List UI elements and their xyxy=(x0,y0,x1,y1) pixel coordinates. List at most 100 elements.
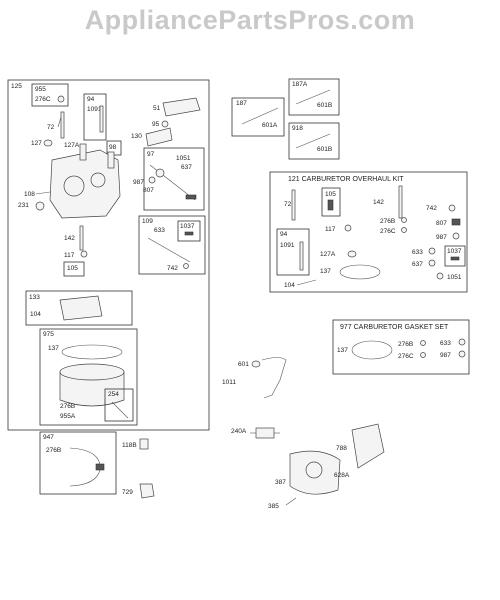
label-729: 729 xyxy=(122,489,133,496)
main-box-label: 125 xyxy=(11,83,22,90)
part-729-shape xyxy=(139,483,155,499)
kit-box-105 xyxy=(321,187,341,217)
part-109-shaft xyxy=(147,237,191,263)
kit-part-137 xyxy=(339,264,381,280)
label-187: 187 xyxy=(236,100,247,107)
kit-label-137: 137 xyxy=(320,268,331,275)
label-947: 947 xyxy=(43,434,54,441)
part-947-connector xyxy=(95,463,105,471)
part-1037-shape xyxy=(184,231,194,236)
box-187a xyxy=(288,78,340,116)
part-742-shape xyxy=(183,263,189,269)
box-187 xyxy=(231,97,285,137)
kit-part-276c xyxy=(401,227,407,233)
label-98: 98 xyxy=(109,144,117,151)
label-104: 104 xyxy=(30,311,41,318)
box-133 xyxy=(25,290,133,326)
gasket-label-137: 137 xyxy=(337,347,348,354)
overhaul-kit-border xyxy=(269,171,468,293)
kit-label-142: 142 xyxy=(373,199,384,206)
box-94 xyxy=(83,93,107,141)
part-127-shape xyxy=(43,139,53,147)
label-137: 137 xyxy=(48,345,59,352)
gasket-part-137 xyxy=(351,340,393,360)
kit-part-807 xyxy=(451,218,461,226)
kit-label-633: 633 xyxy=(412,249,423,256)
kit-part-142 xyxy=(398,185,403,219)
label-133: 133 xyxy=(29,294,40,301)
part-987-shape xyxy=(148,176,156,184)
gasket-label-987: 987 xyxy=(440,352,451,359)
gasket-label-276b: 276B xyxy=(398,341,413,348)
label-94: 94 xyxy=(87,96,95,103)
label-601b-a: 601B xyxy=(317,102,332,109)
gasket-part-276b xyxy=(420,340,426,346)
carburetor-post xyxy=(79,143,87,161)
kit-label-637: 637 xyxy=(412,261,423,268)
kit-part-633 xyxy=(428,247,436,255)
label-601: 601 xyxy=(238,361,249,368)
overhaul-kit-title: 121 CARBURETOR OVERHAUL KIT xyxy=(288,176,404,183)
part-240a-filter xyxy=(255,427,275,439)
carburetor-body xyxy=(49,149,121,219)
label-955a: 955A xyxy=(60,413,76,420)
kit-label-72: 72 xyxy=(284,201,292,208)
part-130-gasket xyxy=(145,127,173,147)
label-187a: 187A xyxy=(292,81,308,88)
kit-label-807: 807 xyxy=(436,220,447,227)
carburetor-assembly-box: 125 955 276C 94 1091 72 127 127A 98 97 1… xyxy=(7,79,210,431)
leader-108 xyxy=(35,191,51,195)
label-95: 95 xyxy=(152,121,160,128)
part-118b-shape xyxy=(139,438,149,450)
box-975 xyxy=(39,328,138,426)
label-987: 987 xyxy=(133,179,144,186)
label-1091: 1091 xyxy=(87,106,102,113)
watermark-title: AppliancePartsPros.com xyxy=(84,5,416,35)
link-boxes: 187 601A 187A 601B 918 601B xyxy=(231,78,340,160)
box-97 xyxy=(143,147,205,211)
label-955: 955 xyxy=(35,86,46,93)
label-1037: 1037 xyxy=(180,223,195,230)
label-918: 918 xyxy=(292,125,303,132)
label-975: 975 xyxy=(43,331,54,338)
kit-part-105 xyxy=(327,199,334,211)
label-387: 387 xyxy=(275,479,286,486)
main-box-border xyxy=(7,79,210,431)
kit-part-637 xyxy=(428,259,436,267)
part-72-shape xyxy=(60,111,65,139)
kit-label-1091: 1091 xyxy=(280,242,295,249)
label-1011: 1011 xyxy=(222,379,236,386)
label-118b: 118B xyxy=(122,442,137,449)
label-117: 117 xyxy=(64,252,75,259)
kit-label-276c: 276C xyxy=(380,228,396,235)
box-947-group: 947 276B xyxy=(39,431,117,495)
part-133-shape xyxy=(59,295,103,321)
part-1011-hose xyxy=(261,357,287,399)
kit-label-742: 742 xyxy=(426,205,437,212)
label-231: 231 xyxy=(18,202,29,209)
link-187-shape xyxy=(241,107,279,125)
kit-part-127a xyxy=(347,250,357,258)
part-51-gasket xyxy=(162,97,201,117)
kit-label-127a: 127A xyxy=(320,251,336,258)
part-137-ring xyxy=(61,344,123,360)
kit-part-72 xyxy=(291,189,296,221)
float-bowl-top xyxy=(59,363,125,381)
kit-part-117 xyxy=(344,224,352,232)
label-947-276b: 276B xyxy=(46,447,61,454)
kit-box-1037 xyxy=(444,245,466,267)
kit-label-94: 94 xyxy=(280,231,288,238)
part-637-shape xyxy=(155,168,165,178)
box-918 xyxy=(288,122,340,160)
label-601a: 601A xyxy=(262,122,278,129)
gasket-part-987 xyxy=(458,350,466,358)
kit-label-104: 104 xyxy=(284,282,295,289)
part-1091-shape xyxy=(99,105,104,133)
kit-label-987: 987 xyxy=(436,234,447,241)
loose-parts: 601 1011 240A 788 387 628A 385 xyxy=(222,357,385,510)
kit-part-1091 xyxy=(299,241,304,271)
label-51: 51 xyxy=(153,105,161,112)
part-807-shape xyxy=(185,194,197,200)
part-788-bracket xyxy=(351,423,385,469)
